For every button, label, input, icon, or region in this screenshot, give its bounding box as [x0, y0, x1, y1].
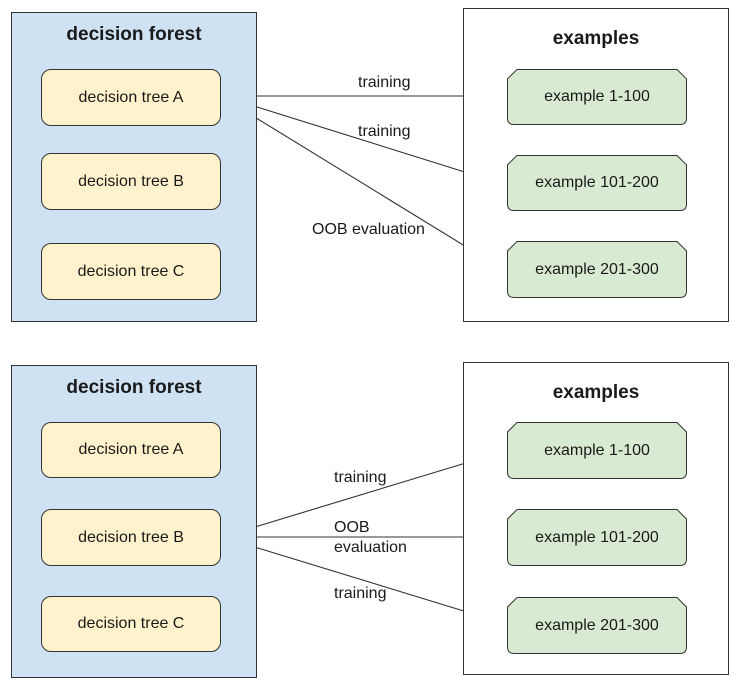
tree-node-c-bottom: decision tree C	[41, 596, 221, 652]
example-label: example 201-300	[535, 260, 659, 278]
tree-node-c-top: decision tree C	[41, 243, 221, 300]
example-node-3-top: example 201-300	[507, 241, 687, 298]
example-node-1-bottom: example 1-100	[507, 422, 687, 479]
forest-title-top: decision forest	[66, 24, 202, 45]
card-shape-icon	[507, 597, 687, 654]
arrow-label-training-1-bottom: training	[334, 469, 387, 486]
tree-node-b-top: decision tree B	[41, 153, 221, 210]
example-label: example 101-200	[535, 528, 659, 546]
example-node-3-bottom: example 201-300	[507, 597, 687, 654]
example-label: example 1-100	[544, 88, 650, 105]
example-node-1-top: example 1-100	[507, 69, 687, 125]
example-label: example 101-200	[535, 174, 659, 191]
arrow-label-oob-evaluation-top: OOB evaluation	[312, 221, 425, 238]
card-shape-icon	[507, 241, 687, 298]
arrow-label-oob-evaluation-bottom: OOB evaluation	[334, 519, 407, 556]
example-node-2-top: example 101-200	[507, 155, 687, 211]
arrow-top-training-2	[221, 95, 504, 185]
tree-node-a-top: decision tree A	[41, 69, 221, 126]
examples-title-bottom: examples	[552, 382, 640, 403]
examples-title-top: examples	[552, 28, 640, 49]
tree-node-a-bottom: decision tree A	[41, 422, 221, 478]
example-label: example 1-100	[544, 441, 650, 459]
arrow-label-training-1-top: training	[358, 74, 411, 91]
card-shape-icon	[507, 509, 687, 566]
tree-node-b-bottom: decision tree B	[41, 509, 221, 566]
example-label: example 201-300	[535, 616, 659, 634]
arrow-label-training-2-top: training	[358, 123, 411, 140]
card-shape-icon	[507, 155, 687, 211]
card-shape-icon	[507, 422, 687, 479]
example-node-2-bottom: example 101-200	[507, 509, 687, 566]
card-shape-icon	[507, 69, 687, 125]
forest-title-bottom: decision forest	[66, 377, 202, 398]
arrow-label-training-2-bottom: training	[334, 585, 387, 602]
